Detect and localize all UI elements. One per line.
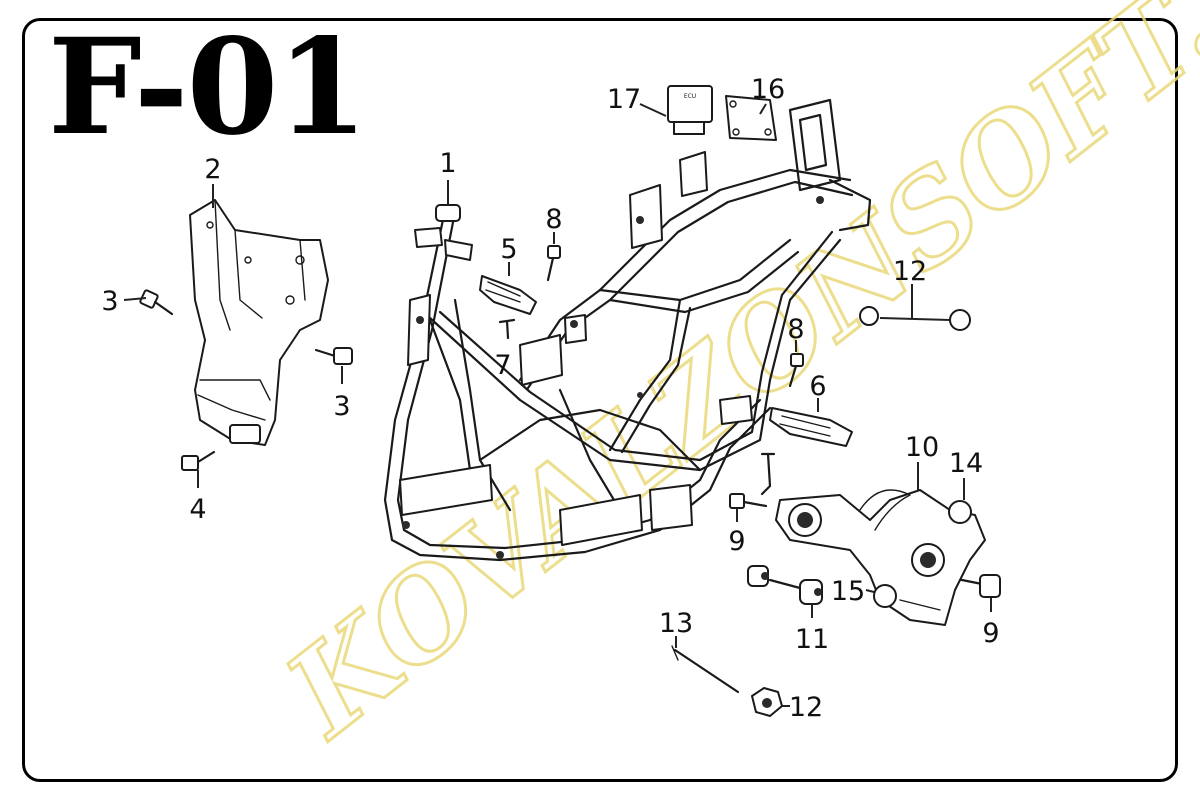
- callout-1: 1: [439, 148, 456, 179]
- part-clip-7[interactable]: [498, 318, 516, 340]
- callout-3-left: 3: [101, 286, 118, 317]
- callout-10: 10: [905, 432, 939, 463]
- part-nut-12-lower[interactable]: [751, 687, 783, 717]
- part-bolt-4[interactable]: [181, 450, 216, 471]
- callout-15: 15: [831, 576, 865, 607]
- leader-lines: [123, 103, 992, 707]
- callout-7: 7: [494, 350, 511, 381]
- part-ecu-17[interactable]: ECU: [667, 85, 713, 135]
- part-bolt-8-lower[interactable]: [788, 353, 804, 388]
- part-front-bracket[interactable]: [189, 199, 329, 446]
- part-bolt-8-upper[interactable]: [546, 245, 561, 282]
- part-long-bolt-13[interactable]: [671, 645, 740, 694]
- ecu-label: ECU: [684, 93, 696, 100]
- part-nut-12-upper[interactable]: [859, 306, 971, 331]
- part-main-frame[interactable]: [383, 98, 872, 562]
- callout-13: 13: [659, 608, 693, 639]
- part-cap-14[interactable]: [948, 500, 972, 524]
- callout-5: 5: [500, 234, 517, 265]
- callout-8-upper: 8: [545, 204, 562, 235]
- part-bolt-3-left[interactable]: [139, 289, 174, 316]
- callout-12-upper: 12: [893, 256, 927, 287]
- part-bushing-11[interactable]: [747, 565, 823, 605]
- callout-14: 14: [949, 448, 983, 479]
- part-engine-hanger-10[interactable]: [775, 489, 986, 626]
- sheet-code-title: F-01: [48, 10, 368, 165]
- part-cap-15[interactable]: [873, 584, 897, 608]
- part-bolt-3-right[interactable]: [314, 347, 353, 365]
- callout-12-lower: 12: [789, 692, 823, 723]
- callout-8-lower: 8: [787, 314, 804, 345]
- callout-11: 11: [795, 624, 829, 655]
- callout-3-right: 3: [333, 391, 350, 422]
- callout-9-right: 9: [982, 618, 999, 649]
- part-bolt-9-right[interactable]: [950, 574, 1001, 598]
- part-footrest-6[interactable]: [769, 407, 853, 447]
- callout-4: 4: [189, 494, 206, 525]
- part-bolt-9-left[interactable]: [729, 452, 776, 509]
- callout-16: 16: [751, 74, 785, 105]
- callout-2: 2: [204, 154, 221, 185]
- callout-6: 6: [809, 371, 826, 402]
- part-footrest-5[interactable]: [479, 275, 537, 315]
- callout-9-left: 9: [728, 526, 745, 557]
- callout-17: 17: [607, 84, 641, 115]
